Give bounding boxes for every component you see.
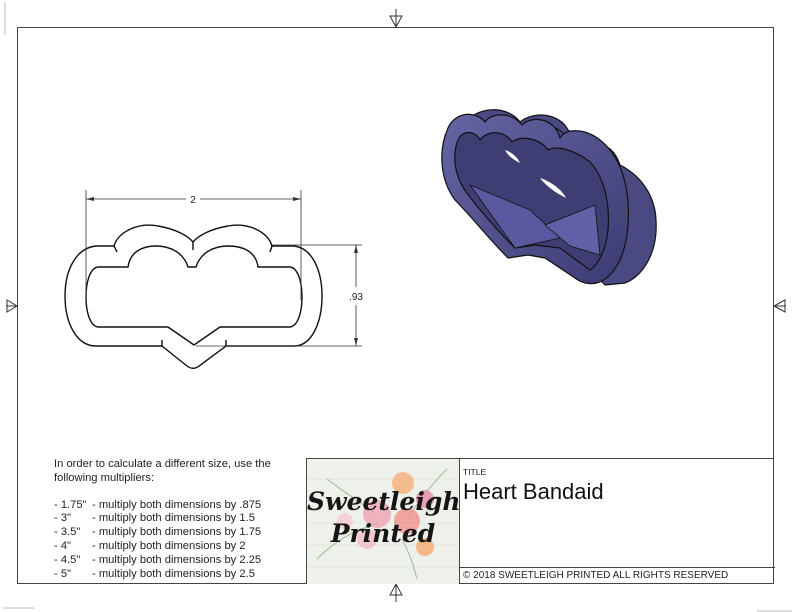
- cookie-cutter-3d: [441, 109, 657, 286]
- title-label: TITLE: [463, 467, 487, 477]
- logo-text-printed: Printed: [330, 519, 436, 548]
- multiplier-row: - 4" - multiply both dimensions by 2: [54, 540, 304, 554]
- multiplier-text: - multiply both dimensions by 2: [92, 539, 246, 552]
- multiplier-size: - 4": [54, 539, 72, 552]
- outer-outline: [64, 224, 323, 369]
- copyright-text: © 2018 SWEETLEIGH PRINTED ALL RIGHTS RES…: [463, 570, 729, 581]
- multiplier-text: - multiply both dimensions by 1.5: [92, 512, 255, 525]
- width-dimension: [85, 190, 302, 300]
- seam-top-right: [269, 245, 273, 253]
- multiplier-row: - 3.5" - multiply both dimensions by 1.7…: [54, 526, 304, 540]
- inner-outline: [85, 245, 303, 346]
- multiplier-size: - 3.5": [54, 526, 81, 539]
- bottom-center-marker: [389, 582, 403, 602]
- top-center-marker: [389, 9, 403, 29]
- multiplier-row: - 3" - multiply both dimensions by 1.5: [54, 512, 304, 526]
- title-block: Sweetleigh Printed TITLE Heart Bandaid ©…: [306, 458, 775, 584]
- multiplier-text: - multiply both dimensions by .875: [92, 498, 262, 511]
- height-dimension: [196, 244, 362, 347]
- multiplier-size: - 1.75": [54, 498, 87, 511]
- multiplier-row: - 4.5" - multiply both dimensions by 2.2…: [54, 554, 304, 568]
- multiplier-row: - 5" - multiply both dimensions by 2.5: [54, 568, 304, 582]
- multiplier-row: - 1.75" - multiply both dimensions by .8…: [54, 499, 304, 513]
- resize-notes: In order to calculate a different size, …: [54, 458, 304, 581]
- multiplier-size: - 5": [54, 567, 72, 580]
- height-dimension-label: .93: [349, 292, 363, 303]
- seam-top-left: [113, 245, 118, 253]
- floral-background: [307, 468, 459, 580]
- right-center-marker: [772, 299, 786, 313]
- multiplier-text: - multiply both dimensions by 1.75: [92, 526, 262, 539]
- drawing-title: Heart Bandaid: [463, 479, 604, 504]
- copyright-cell: © 2018 SWEETLEIGH PRINTED ALL RIGHTS RES…: [459, 567, 775, 584]
- left-center-marker: [6, 299, 18, 313]
- notes-intro: In order to calculate a different size, …: [54, 458, 271, 484]
- brand-logo: Sweetleigh Printed: [307, 459, 460, 584]
- multiplier-text: - multiply both dimensions by 2.5: [92, 567, 255, 580]
- multiplier-size: - 3": [54, 512, 72, 525]
- multiplier-text: - multiply both dimensions by 2.25: [92, 553, 262, 566]
- multiplier-size: - 4.5": [54, 553, 81, 566]
- width-dimension-label: 2: [190, 195, 196, 206]
- logo-text-sweetleigh: Sweetleigh: [307, 487, 460, 516]
